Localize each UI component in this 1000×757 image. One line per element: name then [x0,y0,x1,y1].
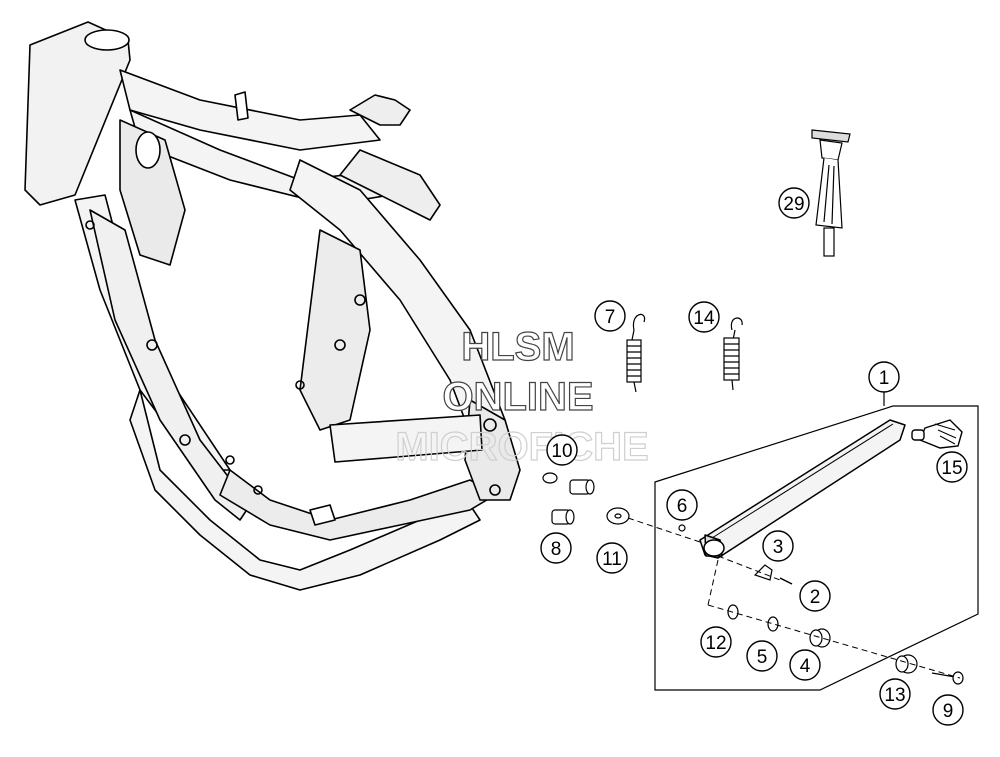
tool-29 [811,129,851,257]
side-stand [699,419,906,559]
callout-15: 15 [936,451,968,483]
callout-12: 12 [700,626,732,658]
svg-text:1: 1 [879,368,890,389]
svg-text:7: 7 [605,307,616,328]
bushing-4 [809,628,831,648]
svg-text:5: 5 [757,647,768,668]
callout-14: 14 [688,301,720,333]
callout-2: 2 [799,580,831,612]
clip-3 [753,564,773,581]
svg-text:8: 8 [551,539,562,560]
callout-4: 4 [789,649,821,681]
ring-5 [767,616,779,632]
svg-text:10: 10 [551,441,572,462]
assembly-outline [654,392,979,691]
bolt-9 [931,671,964,685]
callout-10: 10 [546,434,578,466]
callouts: 1 2 3 4 5 6 7 8 9 10 11 12 13 14 15 29 [540,187,968,726]
spring-14 [723,317,743,391]
svg-text:6: 6 [677,496,688,517]
svg-text:29: 29 [783,194,804,215]
callout-29: 29 [778,187,810,219]
svg-text:4: 4 [800,656,811,677]
svg-text:13: 13 [884,685,905,706]
callout-6: 6 [666,489,698,521]
spring-7 [626,313,646,393]
svg-text:12: 12 [705,633,726,654]
stand-foot-rubber [911,419,963,449]
svg-text:9: 9 [943,701,954,722]
watermark-line3: MICROFICHE [395,425,648,469]
svg-text:3: 3 [773,537,784,558]
watermark-line2: ONLINE [442,375,593,419]
watermark-line1: HLSM [461,325,574,369]
ring-12 [727,604,739,620]
callout-7: 7 [594,300,626,332]
screw-6 [678,524,686,532]
bushing-13 [895,654,918,674]
o-ring-10 [542,472,558,484]
motorcycle-frame [24,21,521,591]
svg-text:15: 15 [941,458,962,479]
assembly-lines [627,517,961,679]
bushing-10 [569,479,595,495]
svg-text:11: 11 [602,549,622,570]
callout-9: 9 [932,694,964,726]
bushing-8 [551,509,575,525]
screw-2 [779,577,793,585]
callout-11: 11 [596,542,628,574]
svg-text:14: 14 [693,308,715,329]
watermark: HLSM ONLINE MICROFICHE [395,324,650,469]
callout-1: 1 [868,361,900,393]
callout-5: 5 [746,640,778,672]
callout-8: 8 [540,532,572,564]
callout-13: 13 [879,678,911,710]
svg-text:2: 2 [810,587,821,608]
washer-11 [606,507,630,525]
callout-3: 3 [762,530,794,562]
